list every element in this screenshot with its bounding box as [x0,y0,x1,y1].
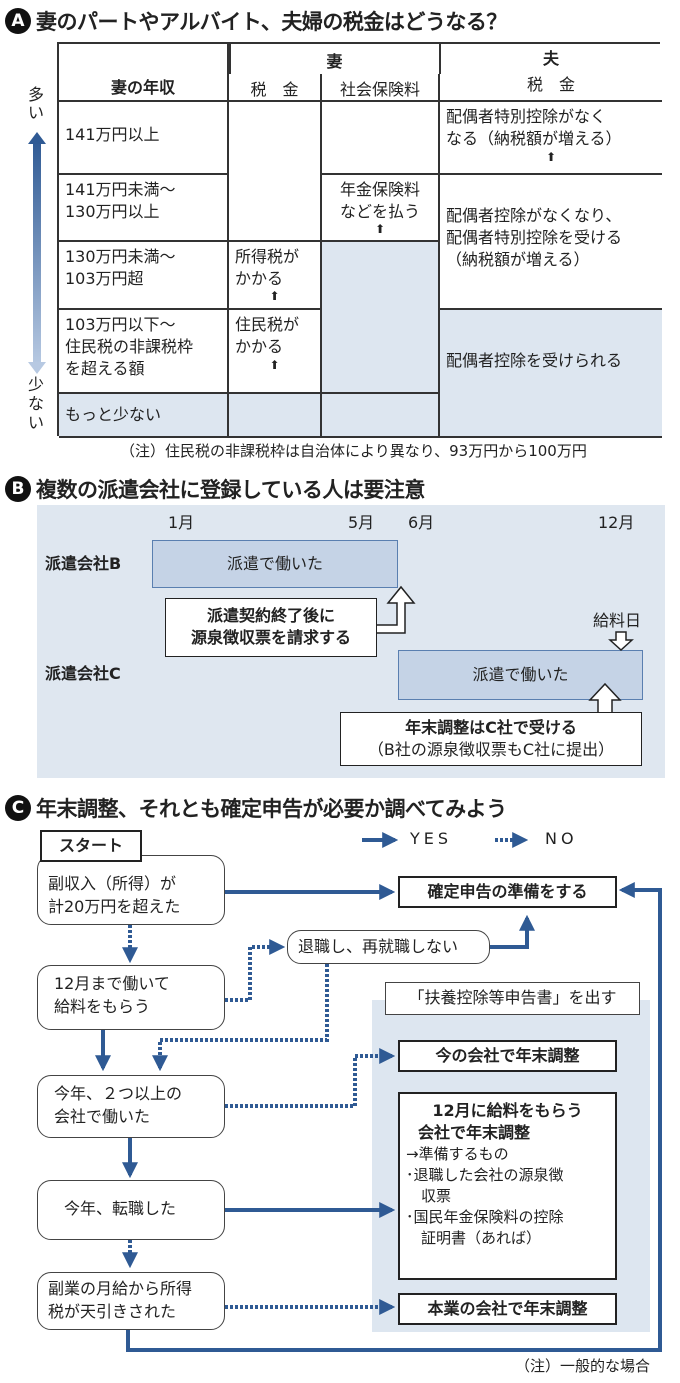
section-c-note: （注）一般的な場合 [515,1357,651,1375]
header-husband-tax: 税 金 [526,75,575,94]
cell-husband-1: 配偶者特別控除がなくなる（納税額が増える）⬆ [440,102,662,175]
retire-yes [490,914,535,949]
arrow-down-icon [28,362,46,374]
q5-tax-withheld: 副業の月給から所得税が天引きされた [37,1272,225,1330]
month-12: 12月 [598,513,635,532]
income-axis-arrow [33,140,41,365]
header-wife-tax: 税 金 [229,74,322,102]
income-row-3: 130万円未満～103万円超 [59,242,229,310]
result-main-company: 本業の会社で年末調整 [398,1293,617,1325]
q3-two-companies: 今年、２つ以上の会社で働いた [37,1075,225,1138]
start-box: スタート [40,830,142,862]
callout-c: 年末調整はC社で受ける（B社の源泉徴収票もC社に提出） [340,712,642,766]
arrow-up-icon [28,132,46,144]
social-none [322,242,440,394]
section-b-badge: B [5,476,31,502]
legend-no: NO [545,829,578,848]
income-row-2: 141万円未満～130万円以上 [59,175,229,242]
q2-no [225,939,286,1002]
q1-side-income: 副収入（所得）が計20万円を超えた [37,855,225,925]
social-none-2 [322,394,440,438]
axis-less: 少ない [28,375,45,432]
q2-work-december: 12月まで働いて給料をもらう [37,965,225,1030]
result-december-company: 12月に給料をもらう 会社で年末調整 →準備するもの ･退職した会社の源泉徴 収… [398,1092,617,1280]
income-row-5: もっと少ない [59,394,229,438]
section-b-title: 複数の派遣会社に登録している人は要注意 [36,478,425,502]
section-a-note: （注）住民税の非課税枠は自治体により異なり、93万円から100万円 [120,442,587,460]
result-dependent-form: 「扶養控除等申告書」を出す [385,982,640,1015]
up-arrow-icon: ⬆ [545,150,557,164]
payday-arrow-icon [608,631,634,652]
q4-changed-job: 今年、転職した [37,1180,225,1240]
cell-resident-tax: 住民税がかかる⬆ [229,310,322,394]
header-wife: 妻 [326,52,343,71]
month-5: 5月 [348,513,375,532]
section-c-badge: C [5,795,31,821]
result-current-company: 今の会社で年末調整 [398,1040,617,1072]
cell-pension: 年金保険料などを払う⬆ [322,175,440,242]
axis-more: 多い [28,85,45,122]
social-empty [322,102,440,175]
cell-husband-3: 配偶者控除を受けられる [440,310,662,438]
company-c-label: 派遣会社C [45,664,121,683]
company-b-label: 派遣会社B [45,554,122,573]
payday-label: 給料日 [593,611,642,630]
income-row-4: 103万円以下～住民税の非課税枠を超える額 [59,310,229,394]
up-arrow-icon: ⬆ [374,222,386,236]
q5-yes [126,882,662,1352]
company-b-period: 派遣で働いた [152,540,398,588]
cell-husband-2: 配偶者控除がなくなり、配偶者特別控除を受ける（納税額が増える） [440,175,662,310]
income-row-1: 141万円以上 [59,102,229,175]
q-retire: 退職し、再就職しない [287,930,490,964]
header-husband: 夫税 金 [440,44,662,102]
wife-tax-none [229,394,322,438]
section-c-title: 年末調整、それとも確定申告が必要か調べてみよう [36,797,507,821]
up-arrow-icon: ⬆ [269,289,280,303]
hollow-arrow-icon [377,585,416,634]
wife-tax-empty [229,102,322,242]
section-a-title: 妻のパートやアルバイト、夫婦の税金はどうなる？ [36,10,507,34]
header-wife-social: 社会保険料 [322,74,440,102]
cell-income-tax: 所得税がかかる⬆ [229,242,322,310]
month-1: 1月 [168,513,195,532]
header-husband-label: 夫 [542,49,559,68]
tax-table: 妻の年収 妻 税 金 社会保険料 夫税 金 141万円以上 141万円未満～13… [57,42,662,438]
q3-no [225,1048,396,1108]
legend-yes: YES [410,829,453,848]
callout-b: 派遣契約終了後に源泉徴収票を請求する [165,598,377,657]
result-tax-filing: 確定申告の準備をする [398,876,617,908]
section-a-badge: A [5,8,31,34]
retire-no [152,964,329,1072]
up-arrow-icon: ⬆ [269,358,280,372]
month-6: 6月 [408,513,435,532]
hollow-arrow-icon [588,682,622,712]
header-income: 妻の年収 [59,44,229,102]
